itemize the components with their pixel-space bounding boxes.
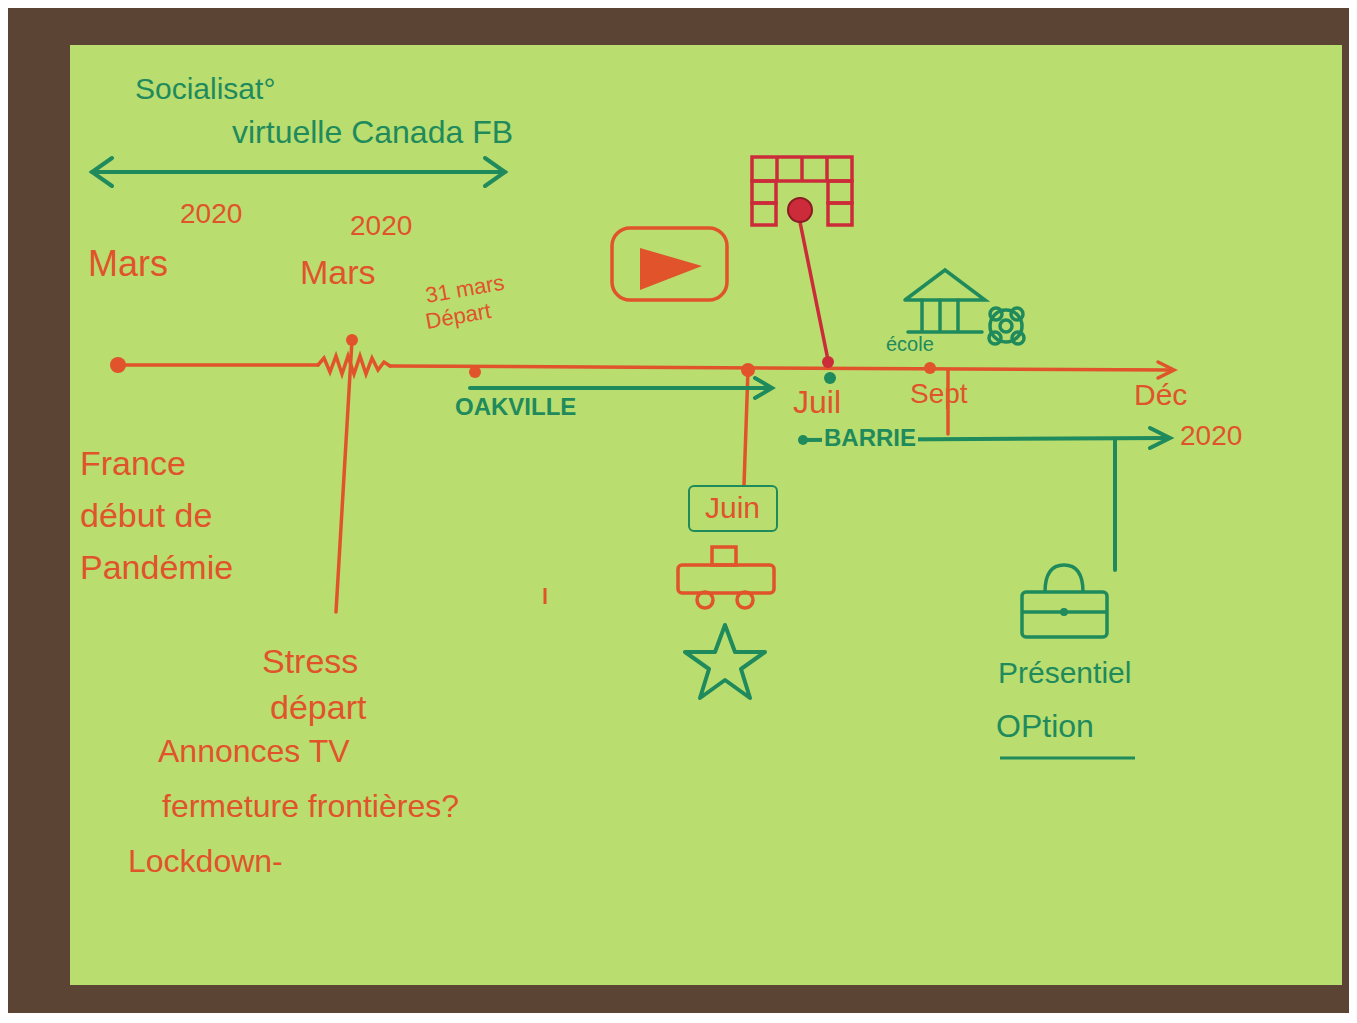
timeline-label: fermeture frontières?: [162, 788, 459, 825]
timeline-label: BARRIE: [822, 424, 918, 452]
timeline-label: virtuelle Canada FB: [232, 114, 513, 151]
underline: [1000, 757, 1135, 760]
timeline-label: OAKVILLE: [455, 393, 576, 421]
school-icon: [905, 270, 1024, 344]
month-text: Juin: [705, 491, 776, 526]
timeline-label: Juil: [793, 384, 841, 421]
timeline-label: Socialisat°: [135, 72, 275, 107]
timeline-label: 2020: [1180, 420, 1242, 452]
timeline-label: Sept: [910, 378, 968, 410]
timeline-label: 2020: [350, 210, 412, 242]
timeline-label: 2020: [180, 198, 242, 230]
timeline-label: Annonces TV: [158, 733, 350, 770]
timeline-label: OPtion: [996, 708, 1094, 745]
car-icon: [678, 547, 774, 608]
timeline-label: école: [886, 333, 934, 356]
timeline-dot: [824, 372, 836, 384]
gateway-pin: [788, 198, 812, 222]
gateway-pin: [822, 356, 834, 368]
timeline-label: Lockdown-: [128, 843, 283, 880]
period-arrow: [92, 158, 505, 186]
timeline-label: Déc: [1134, 378, 1187, 413]
star-icon: [685, 625, 765, 698]
bag-clasp: [1060, 608, 1068, 616]
timeline-label: Mars: [88, 243, 168, 284]
timeline-dots: [110, 334, 936, 378]
table-ground: [8, 8, 1349, 1013]
timeline-label: départ: [270, 688, 366, 727]
timeline-label: Présentiel: [998, 656, 1131, 691]
bag-icon: [1022, 565, 1107, 637]
video-icon: [612, 228, 727, 300]
timeline-dot: [798, 435, 808, 445]
paper-sheet: [70, 45, 1342, 985]
timeline-axis: [118, 340, 1174, 612]
month-box: Juin: [688, 485, 778, 532]
gateway-icon: [752, 157, 852, 360]
timeline-label: Mars: [300, 253, 376, 292]
stray-mark: [544, 588, 547, 604]
timeline-label: France début de Pandémie: [80, 437, 270, 593]
timeline-label: Stress: [262, 642, 358, 681]
